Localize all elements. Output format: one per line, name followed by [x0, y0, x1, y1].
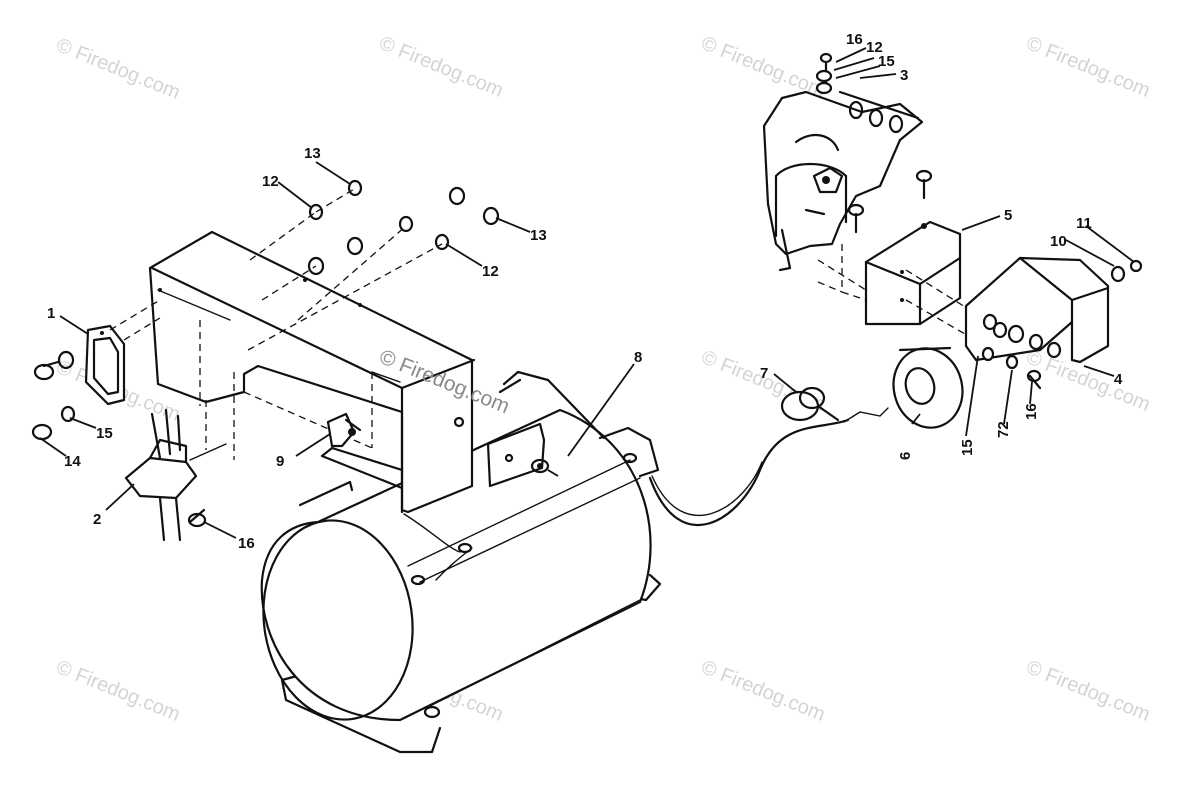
callout-4: 4 [1114, 371, 1123, 388]
left-fasteners [31, 350, 207, 528]
callout-12a: 12 [262, 173, 279, 190]
callout-72: 72 [995, 421, 1012, 438]
right-fasteners [1005, 354, 1042, 390]
leaders [39, 47, 1135, 539]
watermark-1: © Firedog.com [53, 34, 183, 104]
part-9-block [326, 412, 362, 448]
watermark-2: © Firedog.com [376, 32, 506, 102]
callout-13a: 13 [304, 145, 321, 162]
callout-15c: 15 [959, 439, 976, 456]
air-tank [260, 370, 662, 754]
watermark-4: © Firedog.com [1023, 32, 1153, 102]
callouts: 1 2 3 4 5 6 7 8 9 10 11 12 12 12 72 13 1… [47, 31, 1123, 552]
callout-9: 9 [276, 453, 284, 470]
wiring [648, 407, 889, 527]
callout-16a: 16 [238, 535, 255, 552]
callout-12b: 12 [482, 263, 499, 280]
part-6-winding [892, 346, 964, 429]
callout-7: 7 [760, 365, 768, 382]
callout-1: 1 [47, 305, 55, 322]
callout-16b: 16 [846, 31, 863, 48]
callout-11: 11 [1076, 215, 1092, 232]
watermark-12: © Firedog.com [1023, 656, 1153, 726]
callout-3: 3 [900, 67, 908, 84]
part-8-plate [453, 416, 559, 488]
callout-14: 14 [64, 453, 81, 470]
part-3-housing [762, 52, 933, 301]
part-1-faceplate [84, 299, 161, 406]
callout-6: 6 [897, 452, 914, 460]
callout-15b: 15 [878, 53, 895, 70]
callout-15a: 15 [96, 425, 113, 442]
callout-13b: 13 [530, 227, 547, 244]
watermark-9: © Firedog.com [53, 656, 183, 726]
part-2-switch [124, 372, 235, 542]
part-4-bracket [964, 256, 1143, 364]
top-fasteners [247, 179, 500, 351]
part-5-bracket [817, 220, 987, 347]
part-7-cap [780, 386, 840, 422]
watermark-3: © Firedog.com [698, 32, 828, 102]
watermark-11: © Firedog.com [698, 656, 828, 726]
callout-10: 10 [1050, 233, 1067, 250]
callout-8: 8 [634, 349, 642, 366]
callout-2: 2 [93, 511, 101, 528]
callout-12c: 12 [866, 39, 883, 56]
callout-5: 5 [1004, 207, 1012, 224]
callout-16c: 16 [1023, 403, 1040, 420]
